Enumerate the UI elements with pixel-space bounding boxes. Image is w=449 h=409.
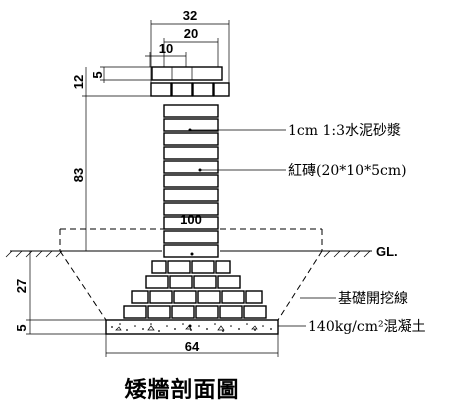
label-brick: 紅磚(20*10*5cm)	[288, 163, 407, 179]
dim-top-inner: 10	[159, 41, 173, 56]
bottom-dimension-line	[105, 334, 279, 357]
label-ground: GL.	[376, 244, 398, 259]
label-mortar: 1cm 1:3水泥砂漿	[288, 123, 401, 139]
dim-top-overall: 32	[183, 8, 197, 23]
top-dimension-lines	[145, 20, 230, 83]
dim-left-cap: 12	[71, 75, 86, 89]
leader-dots	[188, 128, 202, 328]
dim-left-depth: 27	[14, 279, 29, 293]
ground-line	[5, 250, 372, 258]
label-concrete: 140kg/cm²混凝土	[308, 319, 426, 335]
leader-lines	[190, 129, 372, 327]
dim-inner-width: 100	[180, 212, 202, 227]
footing-bricks	[123, 260, 267, 319]
label-excavation: 基礎開挖線	[338, 290, 408, 307]
dim-left-base: 5	[14, 324, 29, 331]
dim-bottom-width: 64	[185, 339, 200, 354]
concrete-base	[105, 319, 279, 335]
dim-left-cap-small: 5	[90, 71, 105, 78]
drawing-title: 矮牆剖面圖	[124, 377, 239, 403]
dim-left-wall: 83	[71, 168, 86, 182]
left-dimension-lines	[26, 66, 152, 335]
dim-top-mid: 20	[184, 26, 198, 41]
